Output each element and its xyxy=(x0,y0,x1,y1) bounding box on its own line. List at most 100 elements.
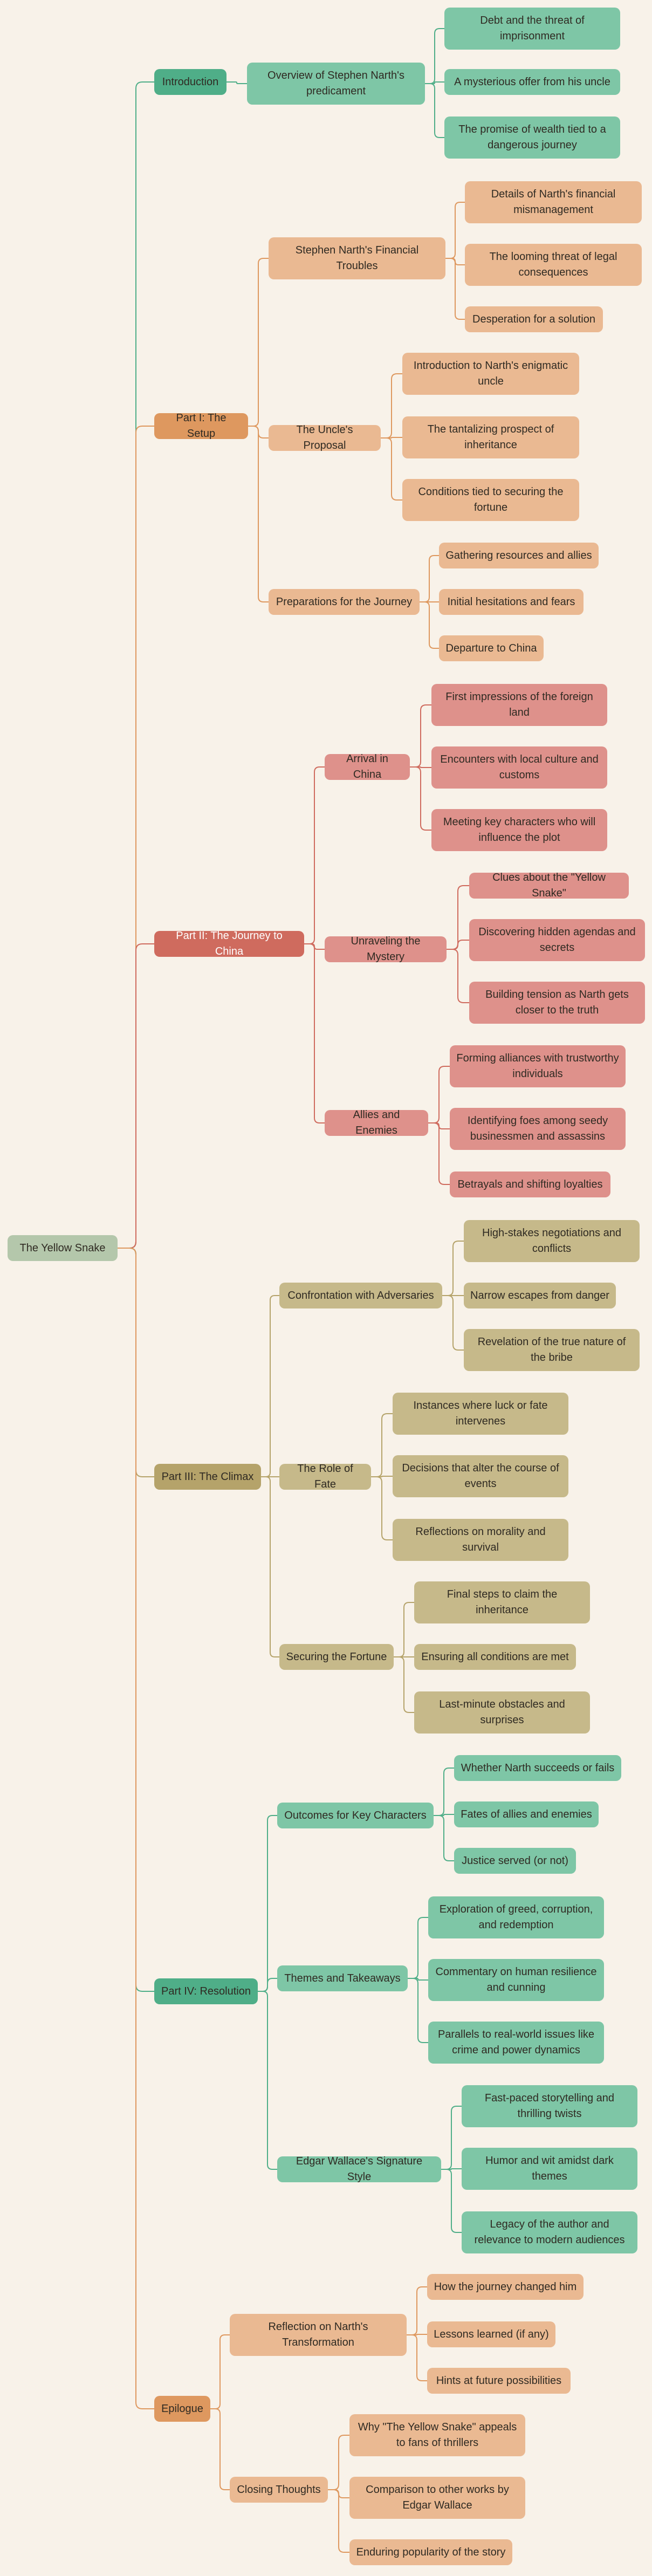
node-label: Conditions tied to securing the fortune xyxy=(418,486,564,513)
connector-line xyxy=(420,555,439,602)
leaf-node[interactable]: How the journey changed him xyxy=(427,2274,584,2300)
leaf-node[interactable]: Gathering resources and allies xyxy=(439,543,599,568)
node-label: Forming alliances with trustworthy indiv… xyxy=(456,1052,619,1080)
section-part-1[interactable]: Part I: The Setup xyxy=(154,412,248,440)
section-part-2[interactable]: Part II: The Journey to China xyxy=(154,930,304,957)
node-label: Allies and Enemies xyxy=(353,1109,400,1136)
leaf-node[interactable]: Fast-paced storytelling and thrilling tw… xyxy=(462,2085,637,2127)
leaf-node[interactable]: Desperation for a solution xyxy=(465,306,603,332)
connector-line xyxy=(442,1295,464,1351)
leaf-node[interactable]: Exploration of greed, corruption, and re… xyxy=(428,1896,604,1938)
topic-overview[interactable]: Overview of Stephen Narth's predicament xyxy=(247,63,425,105)
connector-line xyxy=(227,81,247,84)
node-label: Stephen Narth's Financial Troubles xyxy=(295,244,419,272)
leaf-node[interactable]: Identifying foes among seedy businessmen… xyxy=(450,1108,626,1150)
leaf-node[interactable]: Details of Narth's financial mismanageme… xyxy=(465,181,642,223)
leaf-node[interactable]: Encounters with local culture and custom… xyxy=(431,746,607,789)
node-label: Part II: The Journey to China xyxy=(176,930,283,957)
leaf-node[interactable]: Meeting key characters who will influenc… xyxy=(431,809,607,851)
node-label: The Yellow Snake xyxy=(19,1242,106,1254)
connector-line xyxy=(118,943,154,1249)
leaf-node[interactable]: Departure to China xyxy=(439,635,544,661)
node-label: The promise of wealth tied to a dangerou… xyxy=(458,124,606,151)
leaf-node[interactable]: Betrayals and shifting loyalties xyxy=(450,1171,610,1197)
topic-uncles-proposal[interactable]: The Uncle's Proposal xyxy=(269,424,381,451)
node-label: Why "The Yellow Snake" appeals to fans o… xyxy=(358,2421,517,2449)
leaf-node[interactable]: Last-minute obstacles and surprises xyxy=(414,1691,590,1734)
leaf-node[interactable]: Reflections on morality and survival xyxy=(393,1519,568,1561)
leaf-node[interactable]: Ensuring all conditions are met xyxy=(414,1644,576,1670)
topic-preparations[interactable]: Preparations for the Journey xyxy=(269,589,420,615)
leaf-node[interactable]: Comparison to other works by Edgar Walla… xyxy=(349,2477,525,2519)
node-label: Introduction xyxy=(162,76,219,88)
leaf-node[interactable]: Parallels to real-world issues like crim… xyxy=(428,2022,604,2064)
section-epilogue[interactable]: Epilogue xyxy=(154,2396,210,2422)
mindmap-root[interactable]: The Yellow Snake xyxy=(8,1235,118,1261)
topic-allies-and-enemies[interactable]: Allies and Enemies xyxy=(325,1109,428,1136)
leaf-node[interactable]: Justice served (or not) xyxy=(454,1848,576,1874)
node-label: Details of Narth's financial mismanageme… xyxy=(491,188,616,216)
leaf-node[interactable]: Clues about the "Yellow Snake" xyxy=(469,872,629,899)
leaf-node[interactable]: Decisions that alter the course of event… xyxy=(393,1455,568,1497)
leaf-node[interactable]: Why "The Yellow Snake" appeals to fans o… xyxy=(349,2414,525,2456)
node-label: Betrayals and shifting loyalties xyxy=(457,1178,603,1190)
topic-financial-troubles[interactable]: Stephen Narth's Financial Troubles xyxy=(269,237,445,279)
leaf-node[interactable]: First impressions of the foreign land xyxy=(431,684,607,726)
leaf-node[interactable]: Hints at future possibilities xyxy=(427,2368,571,2394)
node-label: Themes and Takeaways xyxy=(284,1972,401,1984)
leaf-node[interactable]: Revelation of the true nature of the bri… xyxy=(464,1329,640,1371)
topic-outcomes[interactable]: Outcomes for Key Characters xyxy=(277,1803,434,1828)
section-part-3[interactable]: Part III: The Climax xyxy=(154,1464,261,1490)
leaf-node[interactable]: Humor and wit amidst dark themes xyxy=(462,2148,637,2190)
leaf-node[interactable]: The promise of wealth tied to a dangerou… xyxy=(444,117,620,159)
node-label: Whether Narth succeeds or fails xyxy=(461,1762,615,1774)
leaf-node[interactable]: Forming alliances with trustworthy indiv… xyxy=(450,1045,626,1087)
leaf-node[interactable]: Enduring popularity of the story xyxy=(349,2539,512,2565)
topic-signature-style[interactable]: Edgar Wallace's Signature Style xyxy=(277,2155,441,2183)
leaf-node[interactable]: Discovering hidden agendas and secrets xyxy=(469,919,645,961)
node-label: Final steps to claim the inheritance xyxy=(447,1588,558,1616)
leaf-node[interactable]: High-stakes negotiations and conflicts xyxy=(464,1220,640,1262)
leaf-node[interactable]: A mysterious offer from his uncle xyxy=(444,69,620,95)
topic-themes[interactable]: Themes and Takeaways xyxy=(277,1965,408,1991)
node-label: Reflections on morality and survival xyxy=(415,1526,546,1553)
leaf-node[interactable]: The looming threat of legal consequences xyxy=(465,244,642,286)
connector-line xyxy=(425,28,444,84)
leaf-node[interactable]: Whether Narth succeeds or fails xyxy=(454,1755,621,1781)
topic-arrival-in-china[interactable]: Arrival in China xyxy=(325,753,410,780)
connector-line xyxy=(210,2334,230,2409)
node-label: Clues about the "Yellow Snake" xyxy=(492,872,606,899)
leaf-node[interactable]: Building tension as Narth gets closer to… xyxy=(469,982,645,1024)
connector-line xyxy=(118,1248,154,2409)
node-label: Unraveling the Mystery xyxy=(351,935,421,963)
leaf-node[interactable]: Initial hesitations and fears xyxy=(439,589,584,615)
connector-line xyxy=(434,1815,454,1861)
leaf-node[interactable]: Instances where luck or fate intervenes xyxy=(393,1393,568,1435)
leaf-node[interactable]: Introduction to Narth's enigmatic uncle xyxy=(402,353,579,395)
node-label: Comparison to other works by Edgar Walla… xyxy=(366,2484,509,2511)
connector-line xyxy=(425,81,444,84)
topic-role-of-fate[interactable]: The Role of Fate xyxy=(279,1463,371,1490)
topic-unraveling-mystery[interactable]: Unraveling the Mystery xyxy=(325,935,447,963)
connector-line xyxy=(394,1656,414,1713)
topic-reflection[interactable]: Reflection on Narth's Transformation xyxy=(230,2314,407,2356)
leaf-node[interactable]: Final steps to claim the inheritance xyxy=(414,1581,590,1623)
leaf-node[interactable]: The tantalizing prospect of inheritance xyxy=(402,416,579,458)
topic-confrontation[interactable]: Confrontation with Adversaries xyxy=(279,1283,442,1308)
section-part-4[interactable]: Part IV: Resolution xyxy=(154,1978,258,2004)
node-label: Part I: The Setup xyxy=(176,412,227,440)
node-label: Part III: The Climax xyxy=(161,1470,254,1483)
leaf-node[interactable]: Narrow escapes from danger xyxy=(464,1283,616,1308)
topic-securing-fortune[interactable]: Securing the Fortune xyxy=(279,1644,394,1670)
leaf-node[interactable]: Lessons learned (if any) xyxy=(427,2321,555,2347)
topic-closing-thoughts[interactable]: Closing Thoughts xyxy=(230,2477,328,2503)
leaf-node[interactable]: Debt and the threat of imprisonment xyxy=(444,8,620,50)
section-introduction[interactable]: Introduction xyxy=(154,69,227,95)
leaf-node[interactable]: Fates of allies and enemies xyxy=(454,1801,599,1827)
node-label: Initial hesitations and fears xyxy=(447,595,575,608)
node-label: Identifying foes among seedy businessmen… xyxy=(467,1115,608,1142)
leaf-node[interactable]: Legacy of the author and relevance to mo… xyxy=(462,2211,637,2253)
connector-line xyxy=(408,1978,428,2043)
leaf-node[interactable]: Conditions tied to securing the fortune xyxy=(402,479,579,521)
leaf-node[interactable]: Commentary on human resilience and cunni… xyxy=(428,1959,604,2001)
